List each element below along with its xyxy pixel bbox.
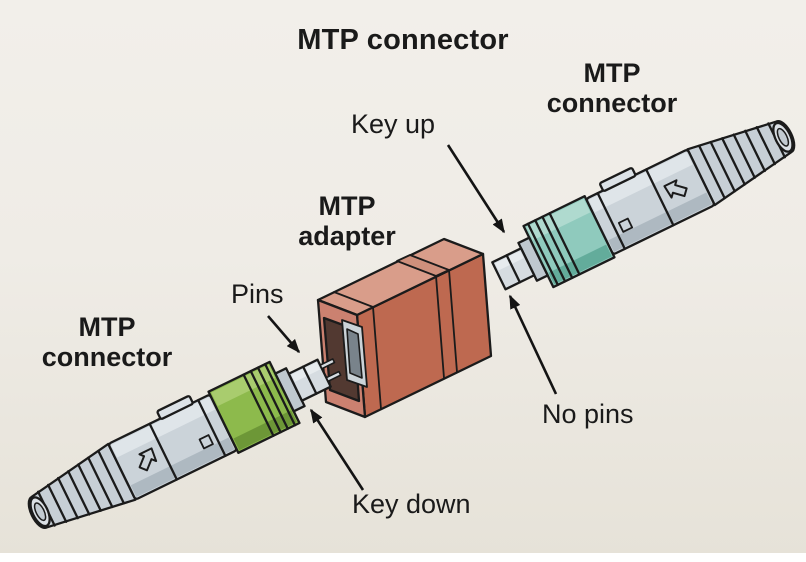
label-adapter: MTP adapter [237, 191, 457, 251]
body-detail-square [617, 217, 634, 233]
label-no-pins: No pins [542, 399, 634, 429]
latch-clip [156, 395, 194, 420]
bottom-border-strip [0, 553, 806, 562]
adapter [316, 237, 493, 419]
callout-arrow-key-up [446, 144, 506, 234]
guide-pins [319, 358, 342, 383]
label-connector-right-line1: MTP [583, 58, 641, 88]
boot-tail [27, 442, 137, 529]
connector-right [491, 120, 796, 291]
label-connector-right-line2: connector [546, 88, 678, 119]
label-pins: Pins [231, 279, 284, 309]
callout-arrow-no-pins [508, 294, 558, 395]
page-title: MTP connector [297, 24, 509, 56]
label-connector-right: MTP connector [502, 58, 722, 118]
label-key-down: Key down [352, 489, 471, 519]
callout-arrow-key-down [309, 408, 365, 491]
body-detail-square [198, 434, 214, 450]
direction-arrow-icon [138, 447, 158, 472]
label-adapter-line2: adapter [298, 221, 396, 252]
direction-arrow-icon [663, 179, 688, 199]
label-adapter-line1: MTP [318, 191, 376, 221]
label-key-up: Key up [351, 109, 436, 139]
connector-left [27, 358, 342, 529]
label-connector-left: MTP connector [0, 312, 217, 372]
callout-arrow-pins [267, 315, 300, 354]
boot-tail [686, 120, 796, 207]
label-connector-left-line1: MTP [78, 312, 136, 342]
label-connector-left-line2: connector [41, 342, 173, 373]
latch-clip [599, 167, 637, 192]
